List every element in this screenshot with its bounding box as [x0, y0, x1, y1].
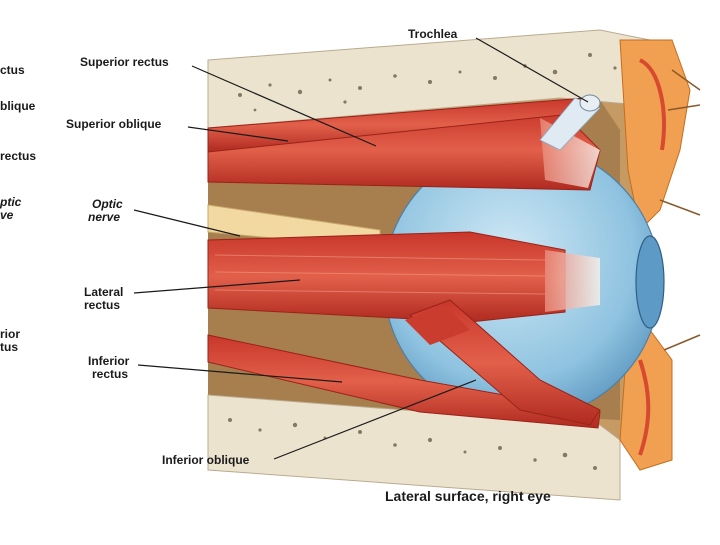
label-optic-nerve-line1: Optic [92, 197, 123, 211]
clipped-label-4a: ptic [0, 195, 22, 209]
trochlea [579, 94, 601, 112]
clipped-label-2: blique [0, 99, 36, 113]
label-superior-rectus: Superior rectus [80, 55, 169, 69]
clipped-label-5b: tus [0, 340, 18, 354]
figure-caption: Lateral surface, right eye [385, 488, 551, 504]
clipped-label-1: ctus [0, 63, 25, 77]
clipped-label-3: rectus [0, 149, 37, 163]
upper-eyelid [619, 39, 691, 232]
label-lateral-rectus-line1: Lateral [84, 285, 124, 299]
label-inferior-oblique: Inferior oblique [162, 453, 250, 467]
clipped-label-5a: rior [0, 327, 21, 341]
label-inferior-rectus-line2: rectus [92, 367, 129, 381]
label-lateral-rectus-line2: rectus [84, 298, 121, 312]
leader-lines [133, 37, 589, 460]
label-optic-nerve-line2: nerve [88, 210, 121, 224]
inferior-rectus-muscle [207, 334, 601, 429]
label-inferior-rectus-line1: Inferior [88, 354, 130, 368]
label-superior-oblique: Superior oblique [66, 117, 162, 131]
label-trochlea: Trochlea [408, 27, 458, 41]
cornea [635, 235, 665, 329]
lateral-rectus-muscle [207, 231, 566, 323]
clipped-label-4b: ve [0, 208, 14, 222]
